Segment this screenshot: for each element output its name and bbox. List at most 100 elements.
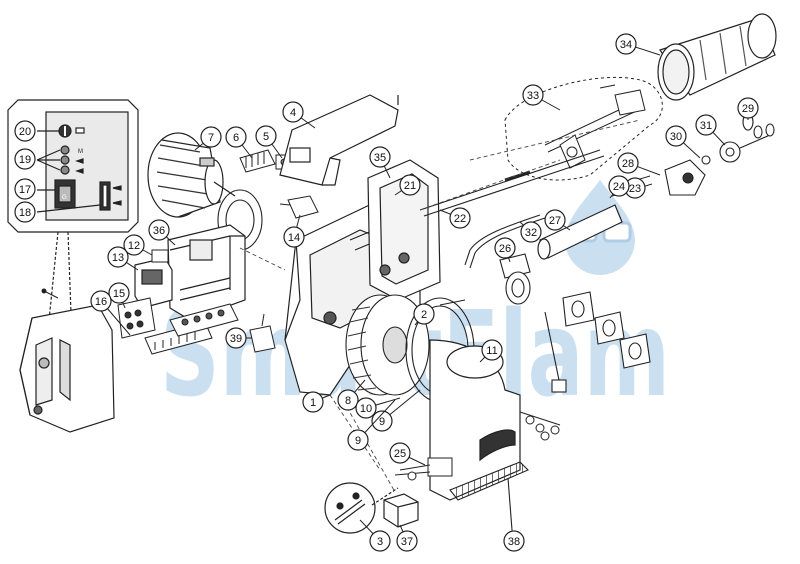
callout-number: 37 xyxy=(401,536,413,548)
callout-number: 23 xyxy=(629,183,641,195)
callout-35: 35 xyxy=(369,146,391,179)
callout-circle xyxy=(494,237,516,259)
callout-number: 13 xyxy=(112,252,124,264)
callout-17: 17 xyxy=(14,178,36,200)
callout-6: 6 xyxy=(225,126,253,159)
callout-33: 33 xyxy=(522,84,561,111)
callout-number: 14 xyxy=(288,232,300,244)
callout-19: 19 xyxy=(14,148,36,170)
callout-circle xyxy=(399,174,421,196)
callout-number: 34 xyxy=(620,39,632,51)
display-g-label: G xyxy=(62,195,67,201)
valve-coil xyxy=(383,493,419,528)
callout-circle xyxy=(347,429,369,451)
callout-number: 33 xyxy=(527,90,539,102)
callout-circle xyxy=(90,290,112,312)
blast-tube xyxy=(657,13,777,101)
callout-circle xyxy=(520,221,542,243)
callout-circle xyxy=(107,246,129,268)
callout-31: 31 xyxy=(695,114,726,146)
callout-circle xyxy=(617,152,639,174)
callout-7: 7 xyxy=(194,126,222,151)
callout-number: 26 xyxy=(499,243,511,255)
callout-10: 10 xyxy=(355,397,401,419)
callout-circle xyxy=(225,126,247,148)
callout-circle xyxy=(481,339,503,361)
nozzle-detail xyxy=(324,482,399,534)
callout-24: 24 xyxy=(608,175,630,199)
callout-number: 22 xyxy=(454,213,466,225)
callout-5: 5 xyxy=(255,125,283,159)
callout-number: 16 xyxy=(95,296,107,308)
callout-circle xyxy=(615,33,637,55)
callout-circle xyxy=(355,397,377,419)
valve-assembly xyxy=(394,457,453,481)
callout-12: 12 xyxy=(123,234,153,256)
callout-circle xyxy=(608,175,630,197)
callout-3: 3 xyxy=(359,519,391,552)
callouts: 1234567899101112131415161718192021222324… xyxy=(14,33,759,552)
callout-8: 8 xyxy=(337,379,366,411)
callout-circle xyxy=(14,120,36,142)
callout-11: 11 xyxy=(479,339,503,363)
relay-12 xyxy=(151,249,169,263)
callout-circle xyxy=(14,201,36,223)
callout-number: 3 xyxy=(377,536,383,548)
connector-strip xyxy=(144,303,239,355)
top-cover-plate xyxy=(279,94,399,186)
callout-9: 9 xyxy=(371,389,421,432)
callout-circle xyxy=(665,125,687,147)
callout-circle xyxy=(544,209,566,231)
callout-15: 15 xyxy=(108,282,130,309)
callout-number: 36 xyxy=(153,225,165,237)
linkage xyxy=(544,311,567,393)
callout-circle xyxy=(283,226,305,248)
callout-number: 2 xyxy=(421,309,427,321)
callout-27: 27 xyxy=(544,209,571,231)
callout-circle xyxy=(371,410,393,432)
callout-number: 24 xyxy=(613,181,625,193)
callout-number: 8 xyxy=(345,395,351,407)
callout-30: 30 xyxy=(665,125,701,159)
callout-circle xyxy=(449,207,471,229)
callout-number: 30 xyxy=(670,131,682,143)
callout-2: 2 xyxy=(413,303,435,326)
callout-circle xyxy=(14,148,36,170)
callout-number: 10 xyxy=(360,403,372,415)
transformer-6 xyxy=(239,149,276,173)
callout-number: 21 xyxy=(404,180,416,192)
rods xyxy=(419,149,605,269)
base-plate xyxy=(449,461,529,531)
callout-number: 27 xyxy=(549,215,561,227)
callout-circle xyxy=(369,146,391,168)
callout-number: 11 xyxy=(486,345,497,357)
callout-number: 15 xyxy=(113,288,125,300)
callout-21: 21 xyxy=(394,174,421,196)
callout-39: 39 xyxy=(225,327,252,349)
callout-circle xyxy=(337,389,359,411)
callout-number: 31 xyxy=(700,120,712,132)
callout-20: 20 xyxy=(14,120,36,142)
callout-number: 25 xyxy=(394,448,406,460)
terminal-block xyxy=(117,297,156,339)
callout-circle xyxy=(108,282,130,304)
callout-circle xyxy=(282,101,304,123)
callout-number: 28 xyxy=(622,158,634,170)
callout-circle xyxy=(225,327,247,349)
electrode-assembly-region xyxy=(504,76,663,181)
callout-1: 1 xyxy=(302,391,331,413)
callout-circle xyxy=(413,303,435,325)
callout-22: 22 xyxy=(439,207,471,229)
callout-number: 18 xyxy=(19,207,31,219)
callout-13: 13 xyxy=(107,246,139,271)
callout-circle xyxy=(396,530,418,552)
screw-small xyxy=(41,288,59,299)
callout-circle xyxy=(200,126,222,148)
callout-number: 38 xyxy=(508,536,520,548)
callout-4: 4 xyxy=(282,101,316,129)
callout-circle xyxy=(14,178,36,200)
callout-circle xyxy=(302,391,324,413)
callout-circle xyxy=(255,125,277,147)
callout-number: 29 xyxy=(742,103,754,115)
